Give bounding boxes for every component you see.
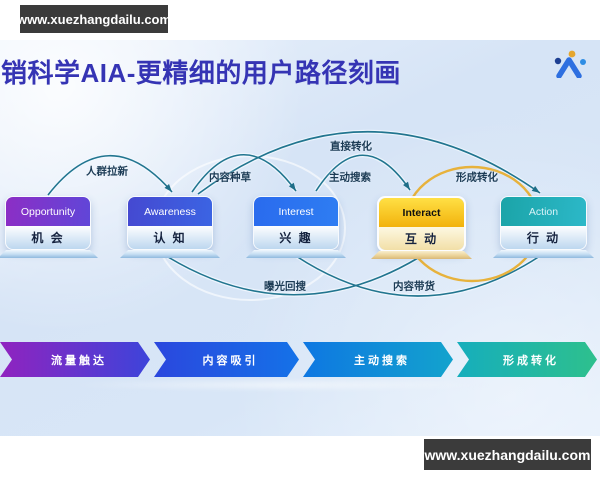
arrowhead-icon — [288, 182, 296, 191]
arc-content-commerce — [295, 255, 541, 297]
arrowhead-icon — [164, 183, 172, 192]
stage-en-label: Interact — [379, 198, 464, 227]
funnel-step-traffic-reach: 流量触达 — [0, 342, 150, 377]
watermark-bottom-badge: www.xuezhangdailu.com — [424, 439, 591, 470]
stage-card-action: Action 行 动 — [493, 196, 594, 258]
arc-label-content-commerce: 内容带货 — [393, 280, 435, 293]
stage-stand — [246, 250, 346, 258]
arrowhead-icon — [403, 181, 410, 190]
arc-label-exposure-resurge: 曝光回搜 — [264, 280, 306, 293]
stage-stand — [120, 250, 220, 258]
arc-label-content-seeding: 内容种草 — [209, 171, 251, 184]
arc-label-crowd-acquisition: 人群拉新 — [86, 165, 128, 178]
arc-label-forming-conversion: 形成转化 — [456, 171, 498, 184]
stage-en-label: Opportunity — [6, 197, 90, 226]
arc-exposure-resurge — [167, 256, 419, 296]
arc-crowd-acquisition — [47, 154, 173, 196]
funnel-step-label: 主动搜索 — [354, 354, 410, 367]
stage-card-interact: Interact 互 动 — [371, 196, 472, 259]
stage-card-interest: Interest 兴 趣 — [246, 196, 346, 258]
stage-en-label: Interest — [254, 197, 338, 226]
stage-zh-label: 行 动 — [501, 226, 586, 249]
stage-en-label: Action — [501, 197, 586, 226]
stage-zh-label: 认 知 — [128, 226, 212, 249]
page-title: 销科学AIA-更精细的用户路径刻画 — [1, 58, 401, 88]
funnel-step-content-attract: 内容吸引 — [154, 342, 299, 377]
funnel-reflection — [60, 379, 500, 391]
arc-label-direct-conversion: 直接转化 — [330, 140, 372, 153]
arc-content-seeding — [191, 154, 297, 193]
watermark-top-badge: www.xuezhangdailu.com — [17, 5, 171, 33]
funnel-step-label: 形成转化 — [503, 354, 559, 367]
funnel-step-forming-conversion: 形成转化 — [457, 342, 597, 377]
stage-stand — [493, 250, 594, 258]
stage-zh-label: 互 动 — [379, 227, 464, 250]
stage-stand — [371, 251, 472, 259]
funnel-step-label: 流量触达 — [51, 354, 107, 367]
arc-label-active-search: 主动搜索 — [329, 171, 371, 184]
stage-en-label: Awareness — [128, 197, 212, 226]
stage-card-awareness: Awareness 认 知 — [120, 196, 220, 258]
arc-active-search — [315, 154, 411, 192]
stage-zh-label: 机 会 — [6, 226, 90, 249]
stage-card-opportunity: Opportunity 机 会 — [0, 196, 98, 258]
arc-direct-conversion — [197, 130, 541, 195]
funnel-step-label: 内容吸引 — [202, 354, 259, 367]
brand-logo-icon — [554, 50, 586, 78]
funnel-step-active-search: 主动搜索 — [303, 342, 453, 377]
stage-stand — [0, 250, 98, 258]
arrowhead-icon — [531, 185, 540, 193]
stage-zh-label: 兴 趣 — [254, 226, 338, 249]
